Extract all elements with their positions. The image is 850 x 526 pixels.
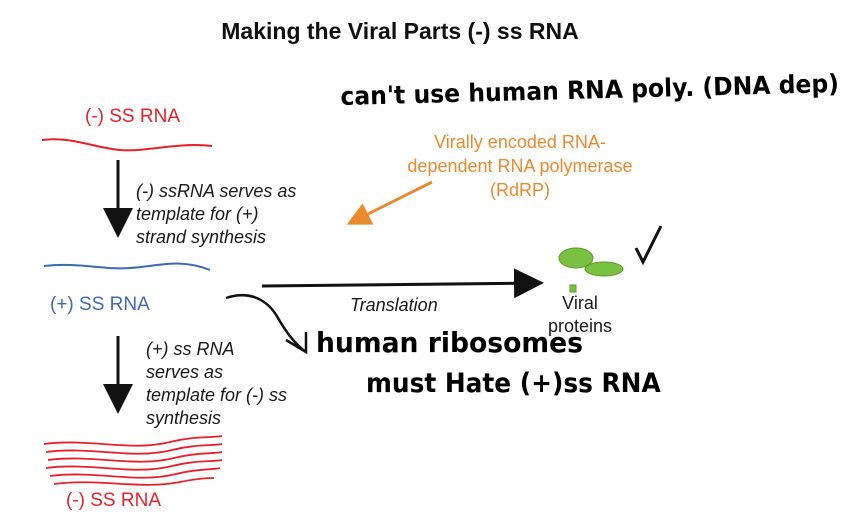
rdrp-line2: dependent RNA polymerase — [407, 156, 633, 176]
page-title: Making the Viral Parts (-) ss RNA — [221, 18, 579, 44]
step1-line3: strand synthesis — [136, 227, 267, 247]
step1-note: (-) ssRNA serves as template for (+) str… — [136, 180, 296, 249]
neg-strands-bottom — [43, 435, 223, 486]
viral-proteins-label: Viral proteins — [540, 292, 620, 338]
step1-line1: (-) ssRNA serves as — [136, 181, 297, 201]
hand-arrow — [225, 293, 307, 354]
step2-line1: (+) ss RNA — [146, 339, 235, 359]
rdrp-note: Virally encoded RNA- dependent RNA polym… — [340, 130, 700, 202]
viral-protein-icon — [558, 247, 624, 293]
handwritten-ribosome-line2: must Hate (+)ss RNA — [366, 368, 661, 399]
hand-arrow-head — [285, 332, 308, 355]
rdrp-line1: Virally encoded RNA- — [434, 132, 606, 152]
translation-label: Translation — [350, 295, 438, 315]
neg-strand-top — [41, 138, 213, 152]
step2-line2: serves as — [146, 362, 224, 382]
neg-strand-top-label: (-) SS RNA — [85, 106, 180, 127]
pos-strand-label: (+) SS RNA — [50, 294, 150, 315]
step1-line2: template for (+) — [136, 204, 259, 224]
step2-line3: template for (-) ss — [146, 385, 288, 405]
checkmark-icon — [634, 225, 663, 266]
step2-line4: synthesis — [146, 408, 222, 428]
pos-strand — [43, 262, 211, 271]
translation-arrow — [261, 268, 544, 299]
rdrp-line3: (RdRP) — [489, 180, 550, 200]
rdrp-arrow — [346, 180, 433, 225]
handwritten-ribosome-line1: human ribosomes — [316, 326, 583, 359]
step2-note: (+) ss RNA serves as template for (-) ss… — [146, 338, 287, 430]
neg-strand-bottom-label: (-) SS RNA — [66, 490, 161, 511]
viral-label-line2: proteins — [547, 316, 613, 336]
viral-label-line1: Viral — [562, 293, 598, 313]
